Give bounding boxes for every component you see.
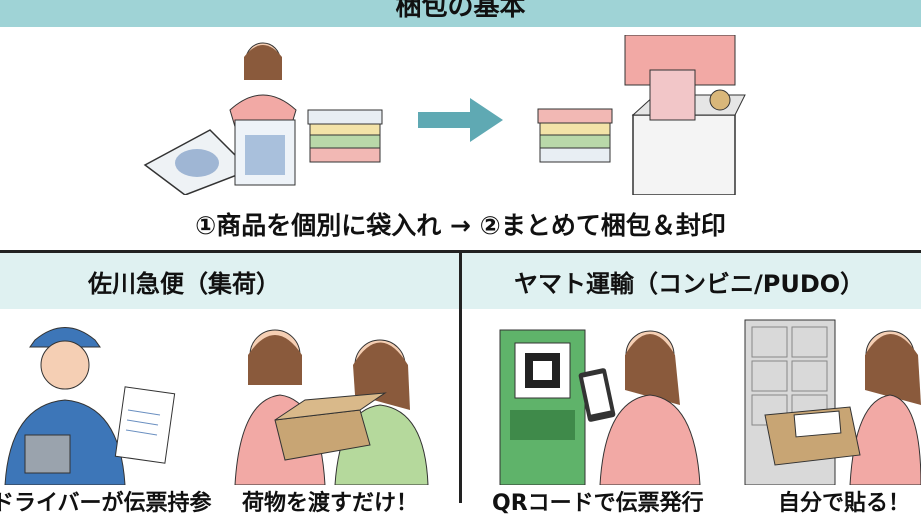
panel-yamato-title: ヤマト運輸（コンビニ/PUDO） <box>462 253 921 309</box>
page-title: 梱包の基本 <box>395 0 526 22</box>
steps-caption: ①商品を個別に袋入れ → ②まとめて梱包＆封印 <box>195 211 726 240</box>
bagging-illustration <box>143 42 383 195</box>
driver-illustration <box>4 327 176 485</box>
title-band: 梱包の基本 <box>0 0 921 27</box>
panel-sagawa-title: 佐川急便（集荷） <box>0 253 459 309</box>
kiosk-illustration <box>499 329 701 485</box>
handover-illustration <box>234 329 429 485</box>
panel-title: ヤマト運輸（コンビニ/PUDO） <box>514 269 865 298</box>
caption-self-label: 自分で貼る！ <box>778 491 911 516</box>
panel-title: 佐川急便（集荷） <box>88 269 280 298</box>
divider-horizontal <box>0 250 921 253</box>
caption-qr: QRコードで伝票発行 <box>492 491 704 516</box>
locker-illustration <box>744 319 921 485</box>
packing-illustration <box>537 35 746 195</box>
caption-driver: ドライバーが伝票持参 <box>0 491 212 516</box>
divider-vertical <box>459 252 462 503</box>
arrow-icon <box>418 98 503 142</box>
caption-handover: 荷物を渡すだけ！ <box>242 491 419 516</box>
